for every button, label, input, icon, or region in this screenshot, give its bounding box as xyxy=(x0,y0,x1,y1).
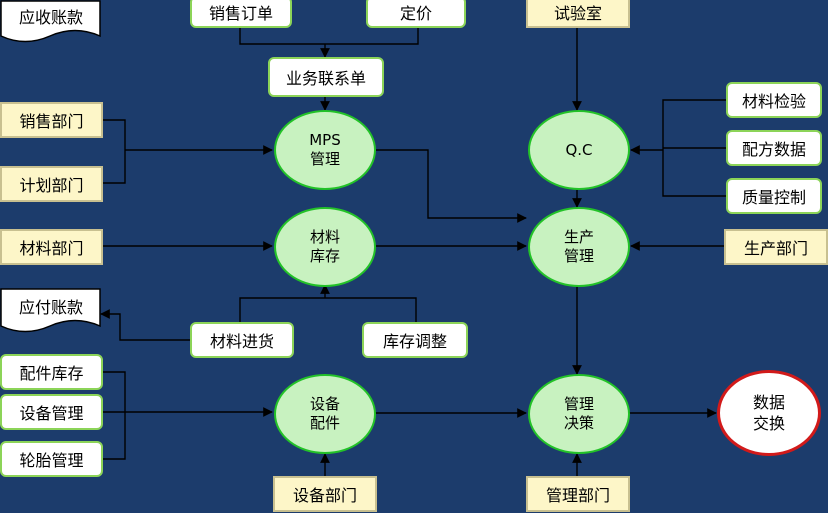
qc-node: Q.C xyxy=(528,110,630,190)
connector-sales-order xyxy=(239,28,325,45)
connector-sales-dept xyxy=(103,119,126,150)
material-inventory-node-line1: 材料 xyxy=(309,228,340,246)
management-decision-node-line1: 管理 xyxy=(563,395,594,413)
arrow-to-payables xyxy=(100,309,190,341)
payables-document: 应付账款 xyxy=(0,288,102,338)
mps-node-line2: 管理 xyxy=(309,150,340,168)
production-management-node: 生产 管理 xyxy=(528,207,630,287)
quality-control-box: 质量控制 xyxy=(726,178,822,214)
mps-node: MPS 管理 xyxy=(274,110,376,190)
management-dept-box: 管理部门 xyxy=(526,476,630,512)
production-dept-box: 生产部门 xyxy=(724,229,828,265)
equipment-parts-node-line1: 设备 xyxy=(309,395,340,413)
connector-purchase-adjust xyxy=(239,297,417,322)
material-inventory-node: 材料 库存 xyxy=(274,207,376,287)
equipment-parts-node-line2: 配件 xyxy=(309,414,340,432)
receivables-label: 应收账款 xyxy=(18,8,83,27)
connector-tire-management xyxy=(103,412,126,460)
connector-material-inspection xyxy=(662,99,726,150)
connector-pricing xyxy=(325,28,419,45)
business-contact-box: 业务联系单 xyxy=(268,57,384,97)
connector-planning-dept xyxy=(103,150,126,184)
materials-dept-box: 材料部门 xyxy=(0,229,103,265)
production-management-node-line2: 管理 xyxy=(563,247,594,265)
material-inventory-node-line2: 库存 xyxy=(309,247,340,265)
sales-dept-box: 销售部门 xyxy=(0,102,103,138)
equipment-parts-node: 设备 配件 xyxy=(274,374,376,454)
material-inspection-box: 材料检验 xyxy=(726,82,822,118)
tire-management-box: 轮胎管理 xyxy=(0,441,103,477)
qc-node-line1: Q.C xyxy=(565,140,593,159)
lab-box: 试验室 xyxy=(526,0,630,28)
receivables-document: 应收账款 xyxy=(0,0,102,46)
formula-data-box: 配方数据 xyxy=(726,130,822,166)
parts-inventory-box: 配件库存 xyxy=(0,354,103,390)
management-decision-node: 管理 决策 xyxy=(528,374,630,454)
data-exchange-node-line1: 数据 xyxy=(752,393,785,412)
mps-node-line1: MPS xyxy=(309,131,341,149)
management-decision-node-line2: 决策 xyxy=(563,414,594,432)
connector-quality-control xyxy=(662,150,726,197)
data-exchange-node: 数据 交换 xyxy=(717,370,821,456)
equipment-dept-box: 设备部门 xyxy=(273,476,377,512)
planning-dept-box: 计划部门 xyxy=(0,166,103,202)
connector-parts-inventory xyxy=(103,371,126,412)
sales-order-box: 销售订单 xyxy=(190,0,292,28)
material-purchase-box: 材料进货 xyxy=(190,322,294,358)
production-management-node-line1: 生产 xyxy=(563,228,594,246)
payables-label: 应付账款 xyxy=(18,298,83,317)
equipment-management-box: 设备管理 xyxy=(0,394,103,430)
data-exchange-node-line2: 交换 xyxy=(752,414,785,433)
arrow-mps-to-production xyxy=(376,149,527,223)
inventory-adjustment-box: 库存调整 xyxy=(362,322,468,358)
pricing-box: 定价 xyxy=(366,0,466,28)
